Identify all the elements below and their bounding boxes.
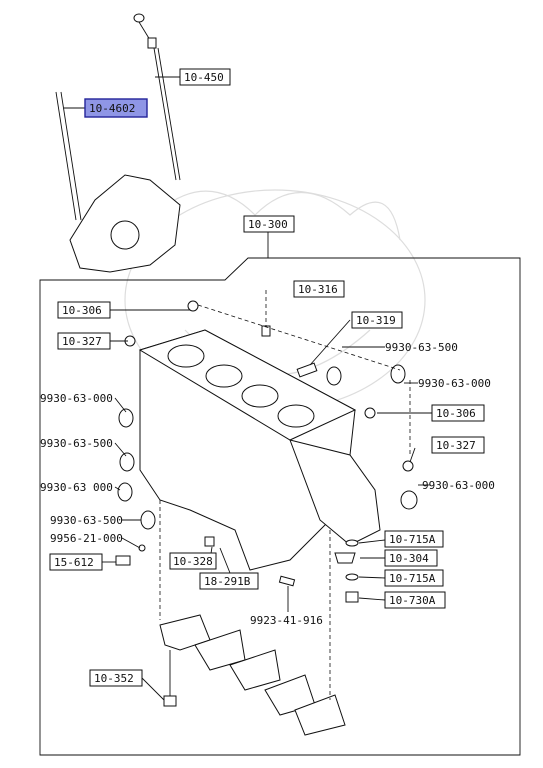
part-9923-41-916[interactable]: 9923-41-916 <box>250 614 323 627</box>
callout-15-612[interactable]: 15-612 <box>49 553 103 571</box>
part-9930-63-000-right1[interactable]: 9930-63-000 <box>418 377 491 390</box>
label-10-306-left: 10-306 <box>62 304 102 317</box>
label-10-316: 10-316 <box>298 283 338 296</box>
block-group-bracket <box>39 232 521 756</box>
callout-10-306-right[interactable]: 10-306 <box>431 404 485 422</box>
callout-10-450[interactable]: 10-450 <box>179 68 231 86</box>
callout-10-730a[interactable]: 10-730A <box>384 591 446 609</box>
callout-18-291b[interactable]: 18-291B <box>199 572 259 590</box>
label-18-291b: 18-291B <box>204 575 251 588</box>
label-10-450: 10-450 <box>184 71 224 84</box>
label-10-715a-lower: 10-715A <box>389 572 436 585</box>
label-10-306-right: 10-306 <box>436 407 476 420</box>
label-10-327-right: 10-327 <box>436 439 476 452</box>
callout-10-306-left[interactable]: 10-306 <box>57 301 111 319</box>
label-10-304: 10-304 <box>389 552 429 565</box>
part-9930-63-500-left2[interactable]: 9930-63-500 <box>50 514 123 527</box>
part-9930-63-500-left[interactable]: 9930-63-500 <box>40 437 113 450</box>
label-10-300: 10-300 <box>248 218 288 231</box>
label-10-715a-upper: 10-715A <box>389 533 436 546</box>
callout-10-300[interactable]: 10-300 <box>243 215 295 233</box>
callout-10-304[interactable]: 10-304 <box>384 549 438 567</box>
callout-10-316[interactable]: 10-316 <box>293 280 345 298</box>
label-10-730a: 10-730A <box>389 594 436 607</box>
callout-10-352[interactable]: 10-352 <box>89 669 143 687</box>
callout-10-319[interactable]: 10-319 <box>351 311 403 329</box>
label-10-352: 10-352 <box>94 672 134 685</box>
label-10-4602: 10-4602 <box>89 102 135 115</box>
callout-10-715a-lower[interactable]: 10-715A <box>384 569 444 587</box>
expansion-plugs <box>115 300 418 603</box>
part-9930-63-000-left1[interactable]: 9930-63-000 <box>40 392 113 405</box>
label-10-319: 10-319 <box>356 314 396 327</box>
label-10-328: 10-328 <box>173 555 213 568</box>
part-9930-63-500-top[interactable]: 9930-63-500 <box>385 341 458 354</box>
part-9956-21-000[interactable]: 9956-21-000 <box>50 532 123 545</box>
bearing-caps-part <box>159 614 346 736</box>
part-9930-63-000-left2[interactable]: 9930-63 000 <box>40 481 113 494</box>
callout-10-4602-highlighted[interactable]: 10-4602 <box>84 98 148 118</box>
callout-10-328[interactable]: 10-328 <box>169 552 217 570</box>
label-15-612: 15-612 <box>54 556 94 569</box>
part-9930-63-000-right2[interactable]: 9930-63-000 <box>422 479 495 492</box>
dipstick-part <box>133 13 181 181</box>
callout-10-327-right[interactable]: 10-327 <box>431 436 485 454</box>
dipstick-tube-part <box>55 91 181 273</box>
callout-10-715a-upper[interactable]: 10-715A <box>384 530 444 548</box>
label-10-327-left: 10-327 <box>62 335 102 348</box>
leader-lines <box>64 76 432 701</box>
cylinder-block-part <box>138 329 381 571</box>
callout-10-327-left[interactable]: 10-327 <box>57 332 111 350</box>
